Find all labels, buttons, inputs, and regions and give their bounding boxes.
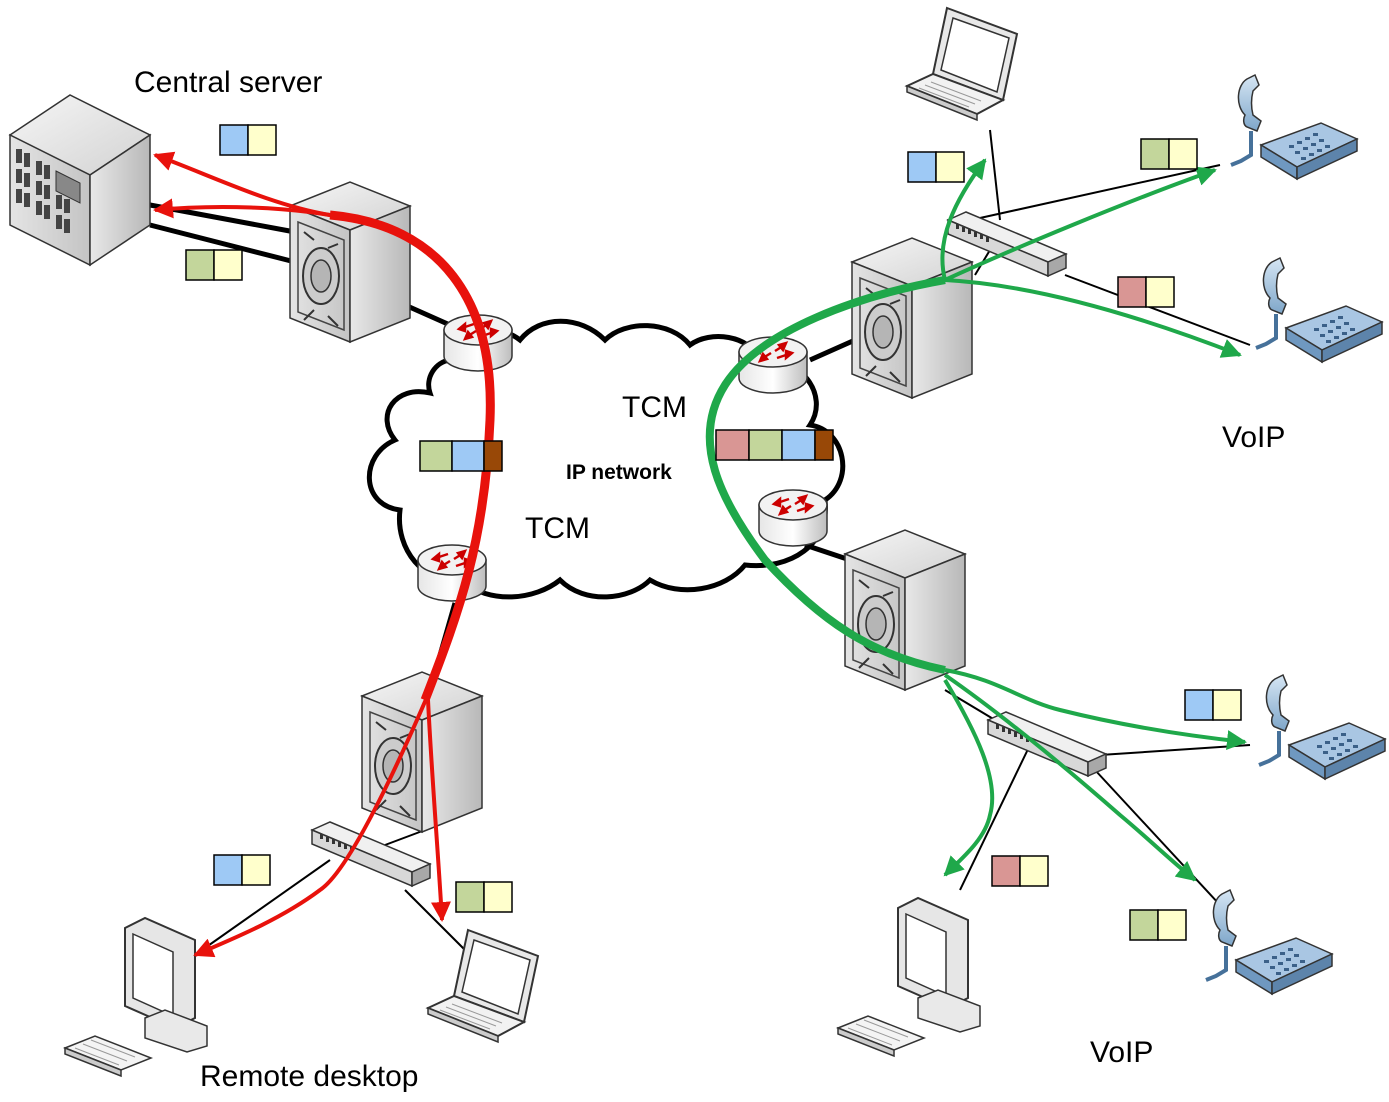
voip-label-bottom: VoIP xyxy=(1090,1036,1154,1069)
tcm-label-bottom: TCM xyxy=(525,512,590,545)
central-server-label: Central server xyxy=(134,66,323,99)
ip-phone-icon xyxy=(1229,73,1359,181)
desktop-icon xyxy=(837,897,981,1057)
packet-blue-yellow xyxy=(219,124,277,156)
packet-blue-yellow xyxy=(1184,689,1242,721)
desktop-icon xyxy=(64,917,208,1077)
router-icon xyxy=(737,335,809,395)
laptop-icon xyxy=(906,7,1018,121)
packet-green-yellow xyxy=(1129,909,1187,941)
switch-tower-icon xyxy=(851,237,973,399)
packet-green-yellow xyxy=(455,881,513,913)
ethernet-switch-icon xyxy=(311,821,431,887)
ip-network-label: IP network xyxy=(566,461,672,484)
central-server-icon xyxy=(9,94,151,266)
voip-label-top: VoIP xyxy=(1222,421,1286,454)
ip-phone-icon xyxy=(1254,256,1384,364)
green-traffic-flow xyxy=(705,158,1247,882)
router-icon xyxy=(757,488,829,548)
laptop-icon xyxy=(427,929,539,1043)
tcm-label-top: TCM xyxy=(622,391,687,424)
network-links xyxy=(149,129,1251,966)
packet-aggregate-right xyxy=(715,429,834,461)
packet-aggregate-left xyxy=(419,440,503,472)
switch-tower-icon xyxy=(844,529,966,691)
red-traffic-flow xyxy=(153,151,495,958)
packet-pink-yellow xyxy=(991,855,1049,887)
packet-green-yellow xyxy=(1140,138,1198,170)
packet-blue-yellow xyxy=(907,151,965,183)
packet-green-yellow xyxy=(185,249,243,281)
ip-phone-icon xyxy=(1257,673,1387,781)
switch-tower-icon xyxy=(289,181,411,343)
remote-desktop-label: Remote desktop xyxy=(200,1060,419,1093)
packet-pink-yellow xyxy=(1117,276,1175,308)
packet-blue-yellow xyxy=(213,854,271,886)
ip-phone-icon xyxy=(1204,888,1334,996)
